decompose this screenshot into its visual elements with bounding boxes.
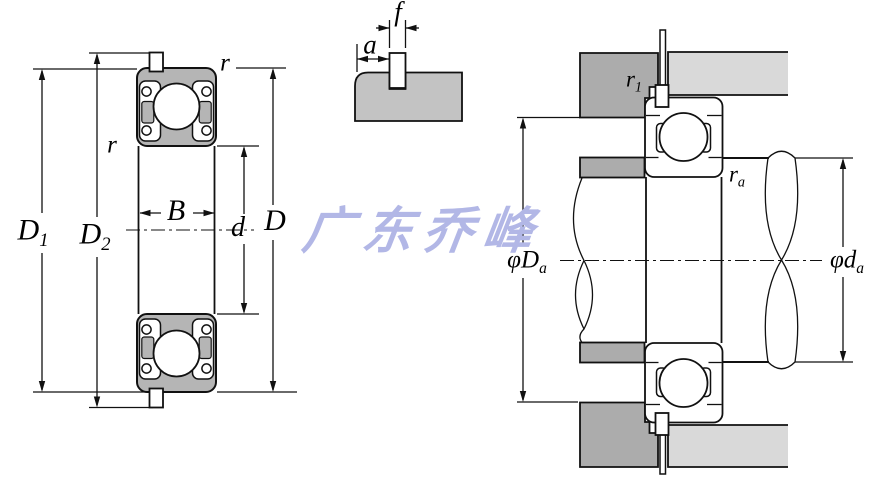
snap-ring-lug-top: [654, 84, 670, 108]
dim-D: [269, 68, 277, 392]
ball: [658, 358, 709, 408]
dim-d: [240, 146, 248, 314]
label-B: B: [166, 194, 186, 227]
support-bottom-block: [667, 424, 788, 468]
ball: [152, 82, 201, 131]
mounted-bearing-top-section: [644, 96, 724, 178]
bearing-bottom-section: [136, 313, 217, 409]
front-section-view: [33, 51, 297, 409]
support-top-block: [667, 51, 788, 96]
mounting-view: [517, 29, 853, 475]
label-D: D: [264, 204, 286, 237]
snap-ring-protrusion-top: [659, 29, 667, 88]
snap-ring-protrusion-bottom: [659, 433, 667, 475]
label-f: f: [394, 0, 402, 27]
label-d: d: [231, 212, 245, 243]
label-r1: r1: [625, 66, 643, 96]
label-D2: D2: [79, 217, 111, 255]
dim-phi-da: [795, 157, 853, 363]
housing-break-lines: [572, 177, 594, 343]
dim-f: [376, 20, 419, 48]
dim-a: [356, 44, 389, 72]
dim-D1: [38, 69, 46, 392]
label-D1: D1: [17, 213, 49, 251]
snap-ring-tab: [148, 51, 164, 73]
label-r-inner: r: [107, 131, 117, 159]
housing-bore-strip-bottom: [579, 341, 646, 364]
mounted-bearing-bottom-section: [644, 342, 724, 424]
label-phi-da: φda: [829, 246, 865, 277]
watermark-text: 广东乔峰: [299, 202, 548, 260]
snap-ring-lug-bottom: [654, 412, 670, 436]
snap-ring-tab: [148, 387, 164, 409]
ball: [152, 329, 201, 378]
dim-phi-Da: [517, 116, 580, 403]
dim-D2: [93, 53, 101, 408]
housing-bore-strip-top: [579, 156, 646, 179]
shaft: [722, 150, 799, 370]
label-a: a: [363, 29, 377, 60]
label-r-outer: r: [220, 49, 230, 77]
label-phi-Da: φDa: [507, 246, 547, 277]
bearing-top-section: [136, 51, 217, 147]
ball: [658, 112, 709, 162]
snap-ring-section: [388, 52, 407, 89]
ring-groove-block: [354, 71, 463, 122]
dim-B: [139, 209, 215, 217]
label-ra: ra: [728, 161, 746, 191]
snap-ring-detail-view: [354, 20, 463, 122]
